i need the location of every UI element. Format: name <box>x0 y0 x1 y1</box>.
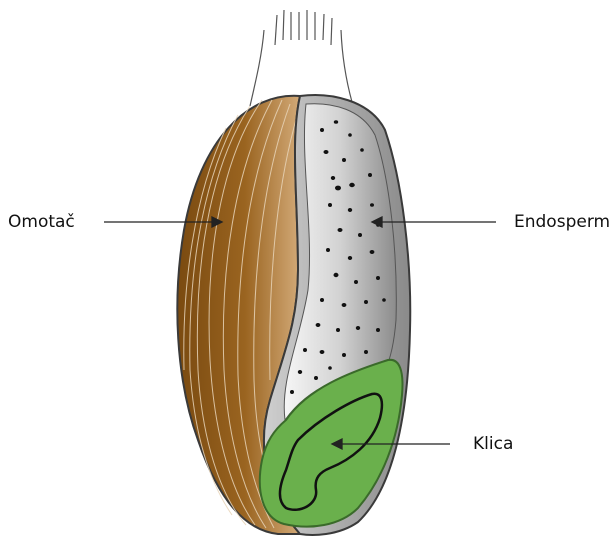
endosperm-label: Endosperm <box>514 212 610 232</box>
husk-label: Omotač <box>8 212 75 232</box>
germ-label: Klica <box>473 434 513 454</box>
grain-hairs <box>250 10 352 106</box>
